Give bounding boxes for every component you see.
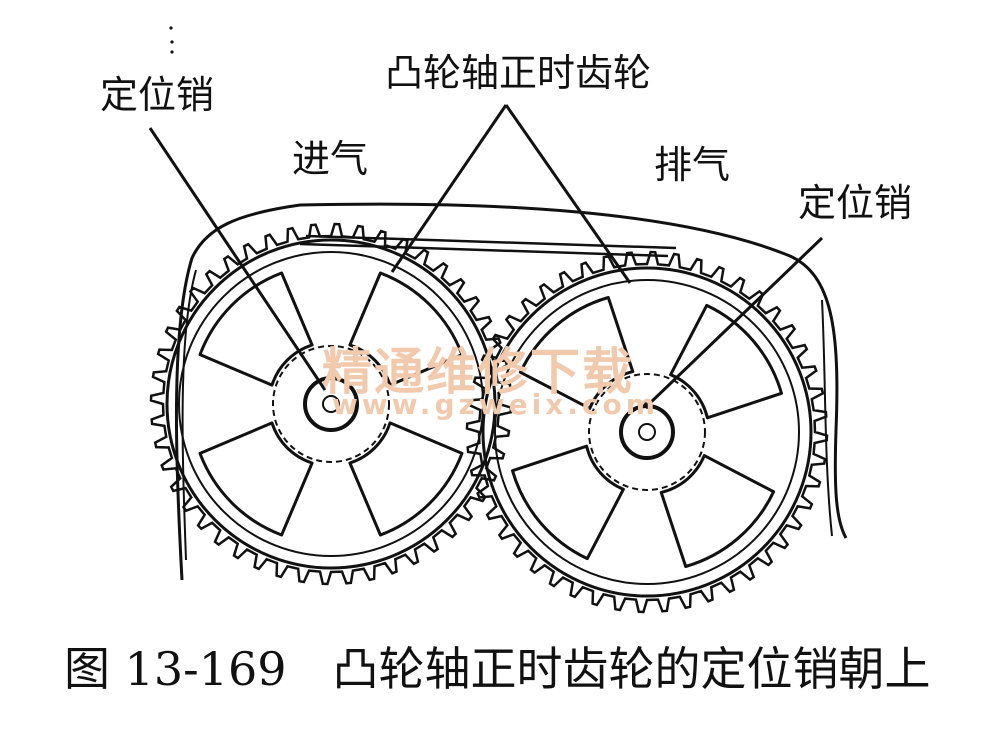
belt-cover-outline <box>174 202 848 581</box>
leader-gear-right <box>504 104 632 284</box>
left-pin-label: 定位销 <box>100 73 215 117</box>
gear-inner-rim <box>494 279 800 585</box>
leader-right-pin <box>646 236 824 407</box>
timing-belt-upper-span <box>299 234 677 258</box>
exhaust-camshaft-gear <box>465 250 829 614</box>
gear-spoke-window <box>518 296 635 410</box>
stray-dot-mark <box>170 40 174 44</box>
cover-right-edge <box>821 299 833 537</box>
figure-caption-text: 凸轮轴正时齿轮的定位销朝上 <box>332 642 931 696</box>
gear-hub <box>588 373 706 491</box>
gear-spoke-window <box>198 271 314 387</box>
intake-label: 进气 <box>292 137 369 181</box>
gear-locating-pin-hole <box>322 395 340 413</box>
stray-dot-mark <box>170 50 174 54</box>
gear-teeth <box>465 250 829 614</box>
gear-rim <box>481 266 813 598</box>
gear-spoke-window <box>511 444 625 561</box>
gear-rim <box>165 238 497 570</box>
camshaft-gear-label: 凸轮轴正时齿轮 <box>385 51 652 95</box>
belt-cover-inner-line <box>181 269 197 561</box>
gear-bolt-hole <box>619 404 675 460</box>
exhaust-label: 排气 <box>654 143 731 187</box>
camshaft-gears-diagram <box>148 26 848 614</box>
leader-tip-dot <box>644 401 652 409</box>
gear-locating-pin-hole <box>638 423 656 441</box>
gear-inner-rim <box>178 251 484 557</box>
gear-spoke-window <box>669 303 783 420</box>
gear-spoke-window <box>198 421 314 537</box>
gear-spoke-window <box>348 271 464 387</box>
gear-bolt-hole <box>303 376 359 432</box>
gear-hub <box>272 345 390 463</box>
gear-spoke-window <box>659 454 776 568</box>
gear-spoke-window <box>348 421 464 537</box>
leader-left-pin <box>148 127 327 391</box>
leader-gear-left <box>390 104 508 273</box>
figure-number: 图 13-169 <box>64 642 287 696</box>
right-pin-label: 定位销 <box>798 181 913 225</box>
gear-teeth <box>149 222 513 586</box>
intake-camshaft-gear <box>149 222 513 586</box>
stray-dot-mark <box>169 26 173 30</box>
